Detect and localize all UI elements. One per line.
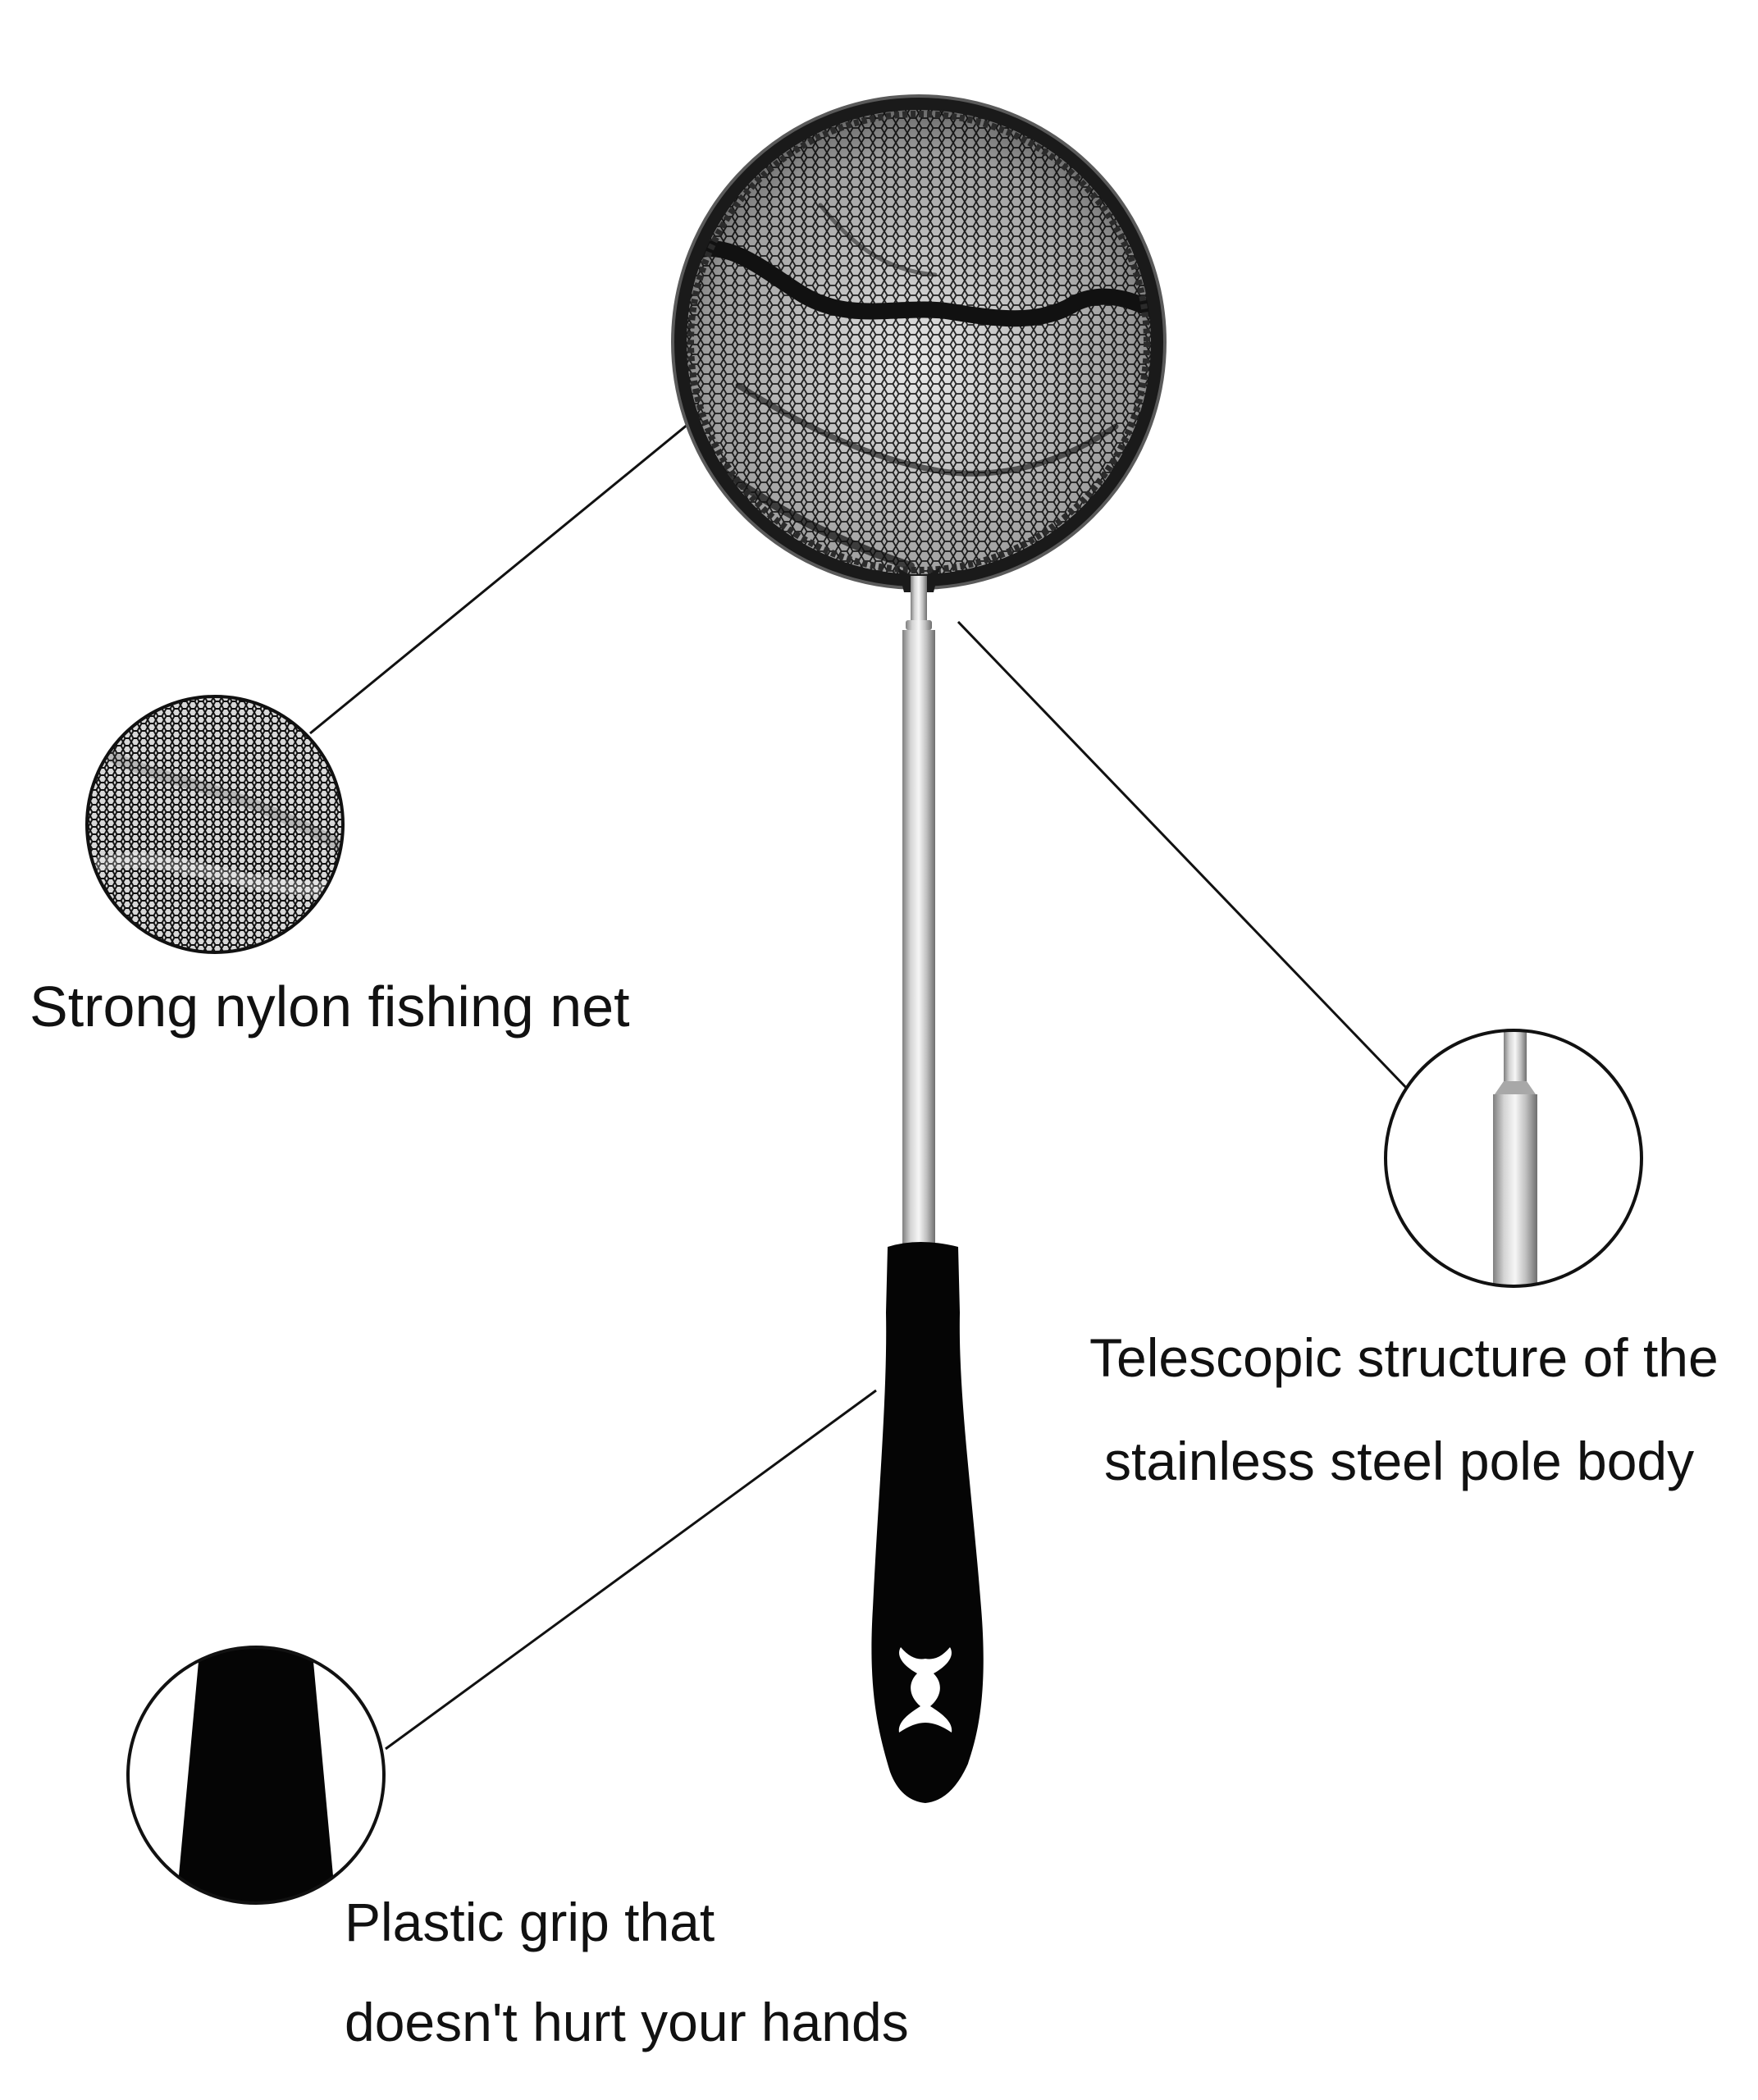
telescopic-pole: [899, 576, 938, 1258]
grip-callout-line: [385, 1389, 877, 1751]
grip-detail-icon: [126, 1646, 386, 1905]
fish-logo-icon: [898, 1647, 952, 1732]
grip-callout-label-line2: doesn't hurt your hands: [345, 1992, 909, 2052]
plastic-grip: [871, 1242, 984, 1803]
grip-callout-label-line1: Plastic grip that: [345, 1892, 715, 1952]
pole-callout-label-line2: stainless steel pole body: [1104, 1431, 1695, 1491]
pole-callout-label-line1: Telescopic structure of the: [1089, 1327, 1719, 1388]
telescopic-pole-detail-icon: [1384, 1029, 1643, 1288]
pole-callout-line: [957, 620, 1411, 1093]
mesh-detail-icon: [85, 695, 345, 954]
fishing-net-illustration: [671, 94, 1167, 1803]
net-callout-label: Strong nylon fishing net: [30, 975, 630, 1039]
net-head: [671, 94, 1167, 592]
